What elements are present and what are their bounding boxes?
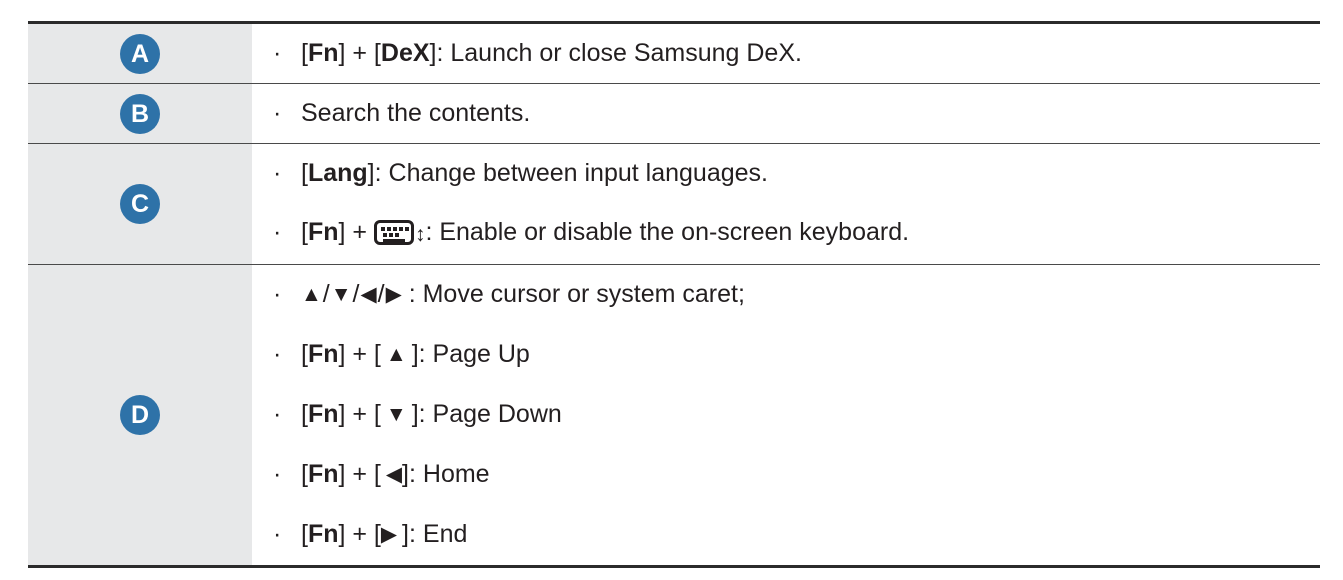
- arrow-key-icon: ▼: [385, 403, 407, 426]
- description-cell: ·▲/▼/◀/▶ : Move cursor or system caret;·…: [252, 264, 1320, 567]
- text-run: ] + [: [338, 340, 386, 368]
- table-row: A · [Fn] + [DeX]: Launch or close Samsung …: [28, 22, 1320, 84]
- arrow-key-icon: ▶: [385, 283, 402, 306]
- bullet-dot-icon: ·: [273, 520, 282, 548]
- up-down-arrow-icon: ↕: [414, 223, 426, 246]
- text-run: [: [301, 39, 308, 67]
- legend-table-body: A·[Fn] + [DeX]: Launch or close Samsung …: [28, 22, 1320, 567]
- key-name: DeX: [380, 39, 430, 67]
- badge-cell: A: [28, 22, 252, 84]
- text-run: ]: Page Down: [406, 400, 562, 428]
- badge-letter-c: C: [120, 184, 160, 224]
- shortcut-text: [Fn] + [▶ ]: End: [301, 520, 467, 548]
- bullet-dot-icon: ·: [273, 280, 282, 308]
- text-run: [: [301, 460, 308, 488]
- shortcut-text: Search the contents.: [301, 99, 530, 127]
- bullet-dot-icon: ·: [273, 39, 282, 67]
- bullet-dot-icon: ·: [273, 400, 282, 428]
- description-cell: ·[Lang]: Change between input languages.…: [252, 143, 1320, 265]
- text-run: ]: Home: [402, 460, 490, 488]
- badge-cell: D: [28, 264, 252, 567]
- key-name: Fn: [307, 520, 339, 548]
- shortcut-list-item: · [Lang]: Change between input languages.: [264, 144, 1320, 203]
- text-run: [: [301, 520, 308, 548]
- badge-letter-d: D: [120, 395, 160, 435]
- shortcut-list-item: · [Fn] + ↕: Enable or disable the on-scre…: [264, 203, 1320, 264]
- shortcut-text: [Fn] + [ ▲ ]: Page Up: [301, 340, 530, 368]
- text-run: [: [301, 400, 308, 428]
- shortcut-text: [Fn] + ↕: Enable or disable the on-scree…: [301, 218, 909, 246]
- text-run: ]: Page Up: [406, 340, 530, 368]
- text-run: ]: Launch or close Samsung DeX.: [429, 39, 802, 67]
- shortcut-list-item: · [Fn] + [▶ ]: End: [264, 505, 1320, 565]
- key-name: Fn: [307, 340, 339, 368]
- arrow-key-icon: ▼: [330, 283, 352, 306]
- separator: /: [352, 280, 360, 308]
- shortcut-list-item: ·▲/▼/◀/▶ : Move cursor or system caret;: [264, 265, 1320, 325]
- arrow-key-icon: ▶: [380, 523, 398, 546]
- key-name: Fn: [307, 400, 339, 428]
- text-run: ] + [: [338, 39, 381, 67]
- table-row: D·▲/▼/◀/▶ : Move cursor or system caret;…: [28, 264, 1320, 567]
- on-screen-keyboard-icon: [373, 220, 414, 245]
- text-run: ] + [: [338, 520, 381, 548]
- key-name: Lang: [307, 159, 368, 187]
- separator: /: [322, 280, 330, 308]
- text-run: ] + [: [338, 460, 386, 488]
- shortcut-list: ·[Lang]: Change between input languages.…: [264, 144, 1320, 264]
- text-run: [: [301, 218, 308, 246]
- shortcut-list-item: · Search the contents.: [264, 84, 1320, 143]
- text-run: ]: Change between input languages.: [367, 159, 768, 187]
- key-name: Fn: [307, 218, 339, 246]
- shortcut-text: [Fn] + [DeX]: Launch or close Samsung De…: [301, 39, 802, 67]
- description-cell: · Search the contents.: [252, 83, 1320, 144]
- shortcut-list-item: · [Fn] + [ ▼ ]: Page Down: [264, 385, 1320, 445]
- badge-cell: B: [28, 83, 252, 144]
- text-run: ] +: [338, 218, 374, 246]
- shortcut-text: [Fn] + [ ▼ ]: Page Down: [301, 400, 562, 428]
- key-name: Fn: [307, 39, 339, 67]
- arrow-key-icon: ◀: [360, 283, 377, 306]
- arrow-key-icon: ▲: [301, 283, 322, 306]
- text-run: [: [301, 159, 308, 187]
- badge-letter-b: B: [120, 93, 160, 134]
- bullet-dot-icon: ·: [273, 340, 282, 368]
- shortcut-text: [Lang]: Change between input languages.: [301, 159, 768, 187]
- shortcut-list-item: · [Fn] + [ ▲ ]: Page Up: [264, 325, 1320, 385]
- key-name: Fn: [307, 460, 339, 488]
- shortcut-list: · Search the contents.: [264, 84, 1320, 143]
- shortcut-list: ·▲/▼/◀/▶ : Move cursor or system caret;·…: [264, 265, 1320, 565]
- keyboard-shortcut-legend-table: A·[Fn] + [DeX]: Launch or close Samsung …: [28, 21, 1320, 568]
- bullet-dot-icon: ·: [273, 159, 282, 187]
- shortcut-list-item: · [Fn] + [DeX]: Launch or close Samsung D…: [264, 24, 1320, 83]
- shortcut-list-item: · [Fn] + [ ◀]: Home: [264, 445, 1320, 505]
- shortcut-text: ▲/▼/◀/▶ : Move cursor or system caret;: [301, 280, 745, 308]
- arrow-key-icon: ▲: [385, 343, 407, 366]
- table-row: C·[Lang]: Change between input languages…: [28, 143, 1320, 265]
- text-run: Search the contents.: [301, 99, 531, 127]
- badge-cell: C: [28, 143, 252, 265]
- description-cell: · [Fn] + [DeX]: Launch or close Samsung D…: [252, 22, 1320, 84]
- text-run: ] + [: [338, 400, 386, 428]
- text-run: : Enable or disable the on-screen keyboa…: [425, 218, 910, 246]
- bullet-dot-icon: ·: [273, 99, 282, 127]
- badge-letter-a: A: [120, 33, 160, 74]
- shortcut-list: · [Fn] + [DeX]: Launch or close Samsung D…: [264, 24, 1320, 83]
- text-run: [: [301, 340, 308, 368]
- text-run: ]: End: [397, 520, 468, 548]
- table-row: B · Search the contents.: [28, 83, 1320, 144]
- bullet-dot-icon: ·: [273, 460, 282, 488]
- arrow-key-icon: ◀: [385, 463, 403, 486]
- separator: /: [377, 280, 385, 308]
- shortcut-text: [Fn] + [ ◀]: Home: [301, 460, 490, 488]
- text-run: : Move cursor or system caret;: [401, 280, 745, 308]
- bullet-dot-icon: ·: [273, 218, 282, 246]
